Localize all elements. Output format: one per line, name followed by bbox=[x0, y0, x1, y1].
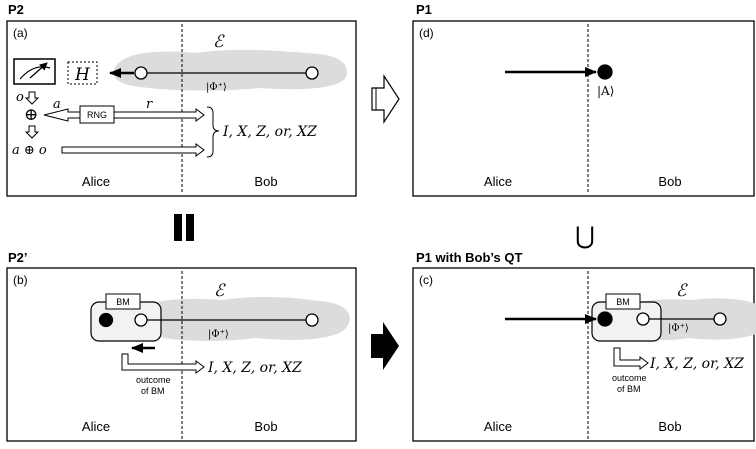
panel-tag: (d) bbox=[419, 26, 434, 40]
outcome-channel-arrow bbox=[613, 347, 649, 370]
panel-heading: P2 bbox=[8, 2, 24, 17]
bob-label: Bob bbox=[254, 174, 277, 189]
outcome-label-line1: outcome bbox=[136, 375, 171, 385]
outcome-label-line2: of BM bbox=[617, 384, 641, 394]
bob-label: Bob bbox=[254, 419, 277, 434]
panel-heading: P1 with Bob’s QT bbox=[416, 250, 522, 265]
equals-bars-icon bbox=[174, 214, 194, 241]
brace bbox=[206, 106, 220, 158]
hadamard-box bbox=[67, 61, 98, 85]
bell-state-label: |Φ⁺⟩ bbox=[208, 329, 229, 340]
alice-label: Alice bbox=[82, 419, 110, 434]
input-qubit bbox=[98, 312, 114, 328]
rng-label: RNG bbox=[87, 110, 107, 120]
hollow-arrow-right-icon bbox=[371, 73, 400, 125]
panel-heading: P1 bbox=[416, 2, 432, 17]
bm-box bbox=[605, 293, 641, 310]
panel-tag: (c) bbox=[419, 273, 433, 287]
meter-icon bbox=[13, 58, 56, 85]
union-symbol: ⋃ bbox=[575, 222, 595, 250]
bob-label: Bob bbox=[658, 174, 681, 189]
filled-arrow-right-icon bbox=[371, 322, 399, 370]
bit-r-label: r bbox=[146, 97, 153, 112]
bm-box bbox=[105, 293, 141, 310]
input-qubit bbox=[597, 64, 613, 80]
alice-label: Alice bbox=[82, 174, 110, 189]
bob-qubit bbox=[305, 66, 319, 80]
hadamard-label: H bbox=[74, 65, 91, 85]
panel-frame bbox=[412, 20, 755, 197]
alice-label: Alice bbox=[484, 174, 512, 189]
bob-label: Bob bbox=[658, 419, 681, 434]
environment-label: ℰ bbox=[676, 281, 688, 301]
xor-output-label: a ⊕ o bbox=[12, 143, 47, 158]
bob-qubit-1 bbox=[636, 312, 650, 326]
panel-tag: (a) bbox=[13, 26, 28, 40]
xor-channel-arrow bbox=[61, 143, 205, 157]
bob-qubit-2 bbox=[713, 312, 727, 326]
panel-tag: (b) bbox=[13, 273, 28, 287]
xor-symbol: ⊕ bbox=[24, 105, 38, 125]
corrections-label: I, X, Z, or, XZ bbox=[649, 356, 744, 372]
bm-label: BM bbox=[616, 297, 630, 307]
environment-label: ℰ bbox=[213, 32, 225, 52]
alice-label: Alice bbox=[484, 419, 512, 434]
alice-qubit bbox=[134, 66, 148, 80]
outcome-o-label: o bbox=[16, 90, 24, 105]
down-arrow-icon bbox=[24, 125, 40, 139]
down-arrow-icon bbox=[24, 91, 40, 105]
panel-p1: P1 (d) |A⟩ Alice Bob bbox=[412, 2, 755, 197]
alice-qubit bbox=[134, 313, 148, 327]
panel-p2prime: P2’ (b) ℰ BM |Φ⁺⟩ outcome of BM I, X, Z,… bbox=[6, 250, 357, 442]
bit-a-label: a bbox=[53, 97, 61, 112]
panel-frame bbox=[412, 267, 755, 442]
bob-qubit bbox=[305, 313, 319, 327]
bm-label: BM bbox=[116, 297, 130, 307]
environment-label: ℰ bbox=[214, 281, 226, 301]
environment-cloud bbox=[129, 296, 350, 341]
bell-state-label: |Φ⁺⟩ bbox=[206, 82, 227, 93]
outcome-channel-arrow bbox=[121, 353, 205, 374]
corrections-label: I, X, Z, or, XZ bbox=[222, 124, 317, 140]
panel-p1-with-qt: P1 with Bob’s QT (c) ℰ BM |Φ⁺⟩ I, X, Z, … bbox=[412, 250, 756, 442]
r-channel-arrow bbox=[113, 108, 205, 122]
panel-p2: P2 (a) ℰ |Φ⁺⟩ H o ⊕ a RNG r a ⊕ o I, X, … bbox=[6, 2, 357, 197]
outcome-label-line2: of BM bbox=[141, 386, 165, 396]
corrections-label: I, X, Z, or, XZ bbox=[207, 360, 302, 376]
panel-heading: P2’ bbox=[8, 250, 28, 265]
input-qubit bbox=[597, 311, 613, 327]
outcome-label-line1: outcome bbox=[612, 373, 647, 383]
bell-state-label: |Φ⁺⟩ bbox=[668, 323, 689, 334]
environment-cloud bbox=[113, 49, 347, 91]
state-a-label: |A⟩ bbox=[597, 84, 614, 98]
